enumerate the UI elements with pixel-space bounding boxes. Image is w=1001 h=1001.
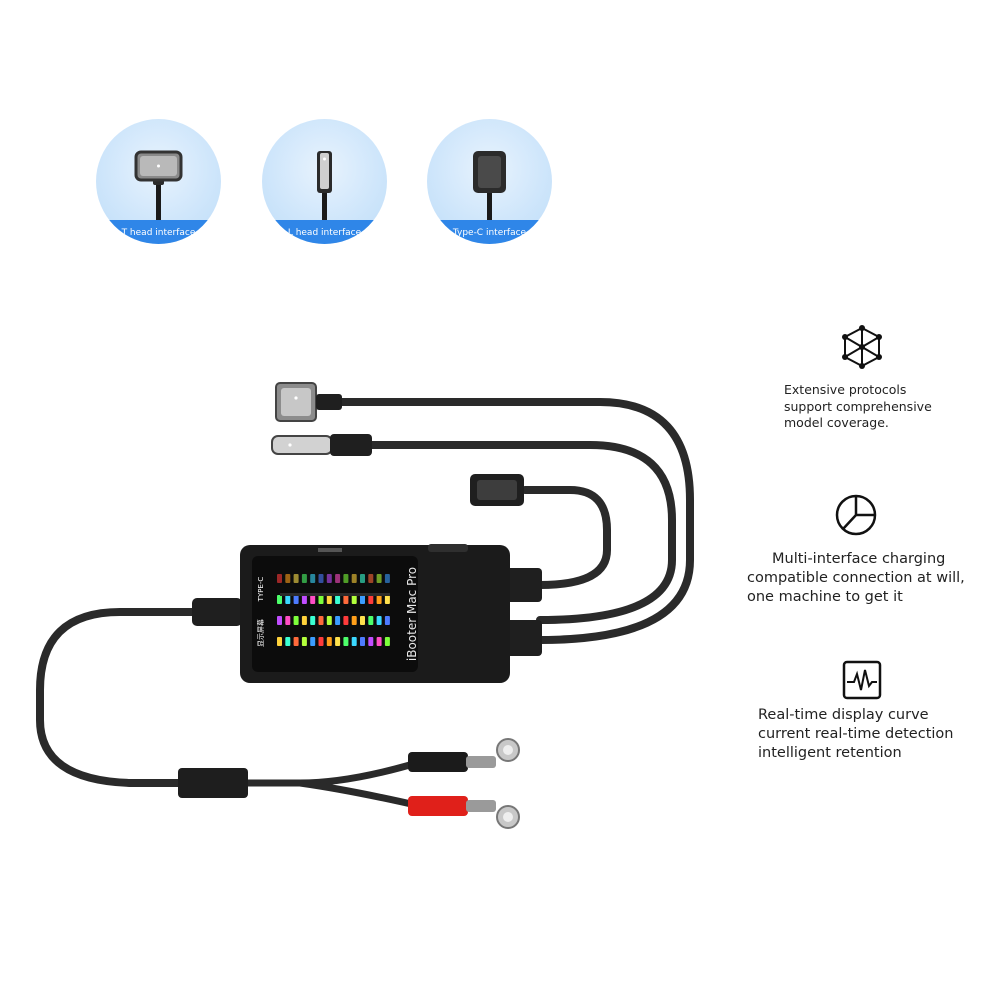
led-indicator [285,616,291,625]
led-indicator [310,595,316,604]
led-indicator [277,574,282,583]
network-hexagon-icon [842,325,882,369]
led-indicator [326,616,332,625]
type-c-interface-badge: Type-C interface [427,119,552,244]
led-indicator [285,595,291,604]
led-indicator [376,574,382,583]
led-indicator [368,616,374,625]
led-indicator [277,616,282,625]
led-indicator [335,595,341,604]
led-indicator [310,616,316,625]
led-indicator [301,595,307,604]
t-head-interface-badge: T head interface [96,119,221,244]
led-indicator [351,637,357,646]
feature-protocols-text: Extensive protocols support comprehensiv… [784,382,932,432]
led-indicator [360,616,365,625]
t-head-connector-icon [134,150,183,224]
led-indicator [293,637,299,646]
led-indicator [335,616,341,625]
led-status-grid [277,574,390,646]
led-indicator [343,574,349,583]
led-indicator [360,637,365,646]
led-indicator [351,595,357,604]
screen-divider [280,593,390,596]
feature-line: Real-time display curve [758,707,929,723]
led-indicator [384,574,390,583]
t-head-plug-icon [275,382,342,422]
l-head-interface-badge: L head interface [262,119,387,244]
led-indicator [376,637,382,646]
led-indicator [343,595,349,604]
feature-line: Multi-interface charging [772,551,946,567]
led-indicator [326,637,332,646]
led-indicator [384,637,390,646]
led-indicator [360,574,365,583]
caption-band [96,220,221,244]
caption-band [262,220,387,244]
led-indicator [293,574,299,583]
led-indicator [301,574,307,583]
led-indicator [285,574,291,583]
feature-multi-interface-text: Multi-interface charging compatible conn… [747,550,965,607]
led-indicator [343,637,349,646]
feature-line: Extensive protocols [784,382,907,397]
led-indicator [384,595,390,604]
l-head-connector-icon [317,151,332,224]
led-indicator [310,574,316,583]
led-indicator [285,637,291,646]
interface-caption: T head interface [121,228,196,238]
waveform-monitor-icon [842,660,882,700]
led-indicator [326,595,332,604]
led-indicator [301,616,307,625]
device-port-label: TYPE-C [257,576,265,602]
led-indicator [368,595,374,604]
feature-line: compatible connection at will, [747,570,965,586]
led-indicator [318,595,324,604]
led-indicator [376,595,382,604]
black-probe [408,738,520,772]
led-indicator [318,616,324,625]
feature-line: intelligent retention [758,745,902,761]
interface-caption: L head interface [287,228,362,238]
led-indicator [368,574,374,583]
led-indicator [301,637,307,646]
power-tester-device [36,382,694,829]
led-indicator [318,574,324,583]
led-indicator [318,637,324,646]
led-indicator [277,637,282,646]
caption-band [427,220,552,244]
led-indicator [335,574,341,583]
led-indicator [310,637,316,646]
type-c-plug-icon [470,474,524,506]
led-indicator [293,595,299,604]
led-indicator [360,595,365,604]
led-indicator [335,637,341,646]
led-indicator [293,616,299,625]
feature-line: support comprehensive [784,398,932,414]
device-side-label: 显示屏幕 [257,619,265,647]
led-indicator [351,574,357,583]
red-probe [408,796,520,829]
feature-line: current real-time detection [758,726,954,742]
led-indicator [351,616,357,625]
feature-line: model coverage. [784,415,889,430]
led-indicator [376,616,382,625]
device-brand-label: iBooter Mac Pro [405,566,419,662]
led-indicator [343,616,349,625]
led-indicator [384,616,390,625]
interface-caption: Type-C interface [452,228,527,238]
feature-realtime-text: Real-time display curve current real-tim… [758,706,953,763]
led-indicator [326,574,332,583]
l-head-plug-icon [271,434,372,456]
type-c-connector-icon [473,151,506,224]
led-indicator [368,637,374,646]
feature-line: one machine to get it [747,589,903,605]
pie-chart-icon [835,494,877,536]
led-indicator [277,595,282,604]
